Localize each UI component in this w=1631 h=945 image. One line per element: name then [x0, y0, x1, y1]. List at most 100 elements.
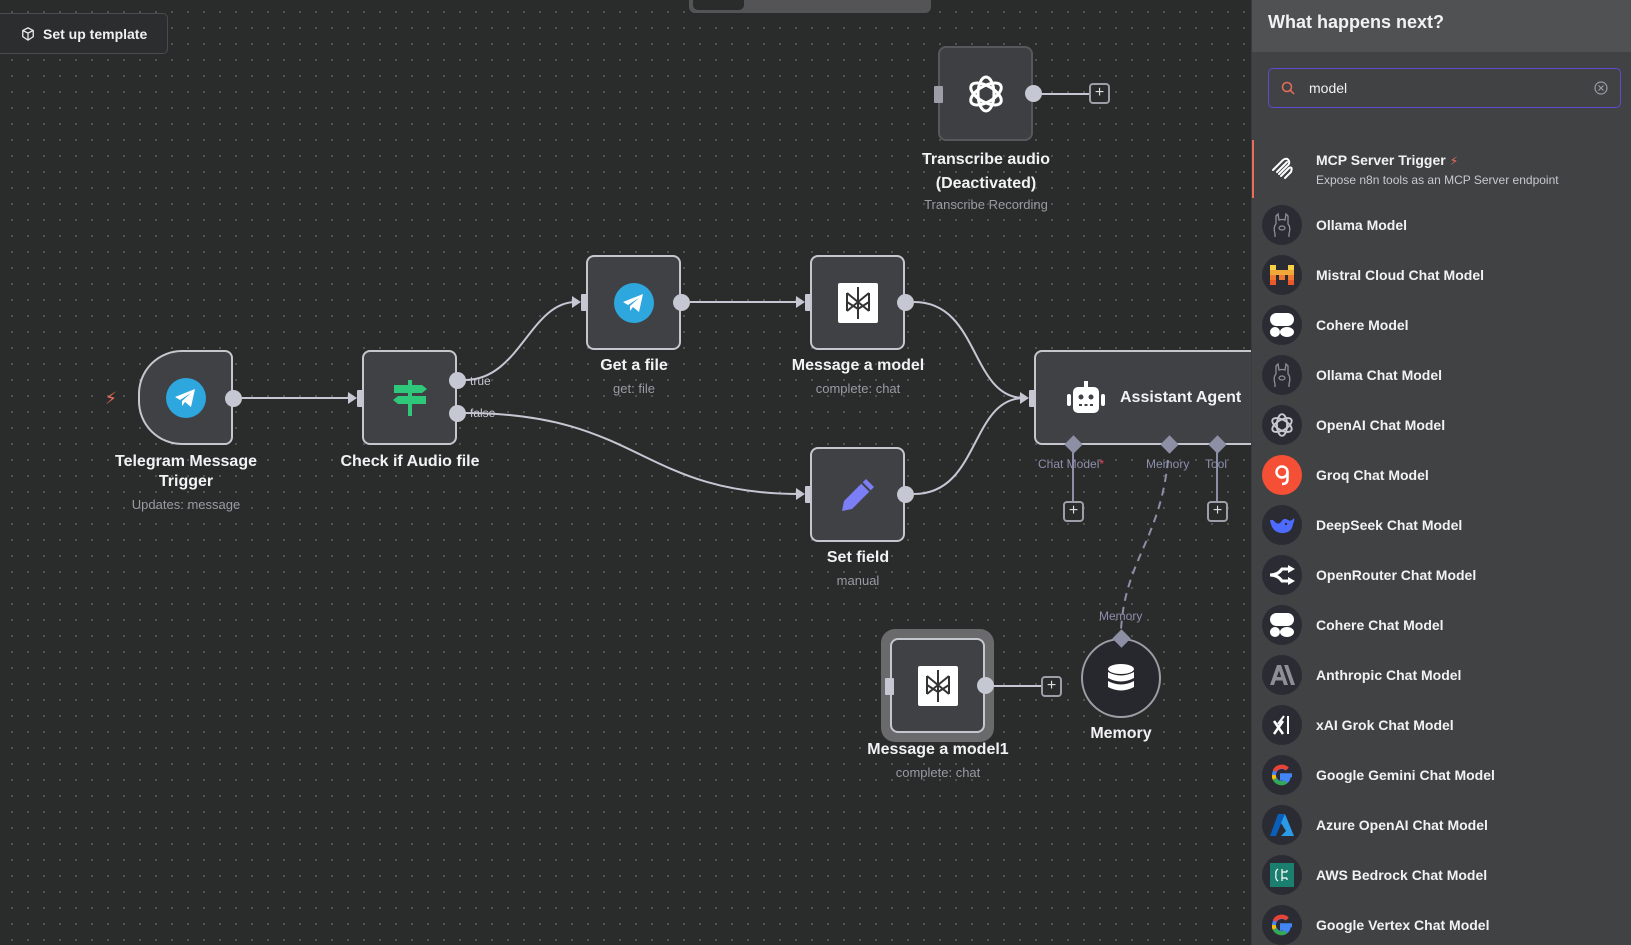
- cohere-icon: [1262, 605, 1302, 645]
- transcribe-title-line1: Transcribe audio: [921, 151, 1051, 168]
- getfile-input-port[interactable]: [581, 294, 590, 311]
- item-label: Ollama Chat Model: [1316, 367, 1443, 383]
- clear-search-icon[interactable]: [1594, 81, 1608, 95]
- node-telegram-trigger[interactable]: [138, 350, 233, 445]
- setfield-subtitle: manual: [836, 573, 880, 588]
- telegram-icon: [165, 377, 206, 418]
- node-message-model1[interactable]: [890, 638, 985, 733]
- item-label: xAI Grok Chat Model: [1316, 717, 1454, 733]
- panel-title: What happens next?: [1252, 0, 1631, 52]
- required-marker: *: [1099, 457, 1105, 471]
- list-item-deepseek-chat-model[interactable]: DeepSeek Chat Model: [1252, 500, 1631, 550]
- model1-output-port[interactable]: [977, 677, 994, 694]
- telegram-subtitle: Updates: message: [131, 497, 241, 512]
- xai-icon: [1262, 705, 1302, 745]
- tab-editor[interactable]: Editor: [693, 0, 745, 10]
- transcribe-title: Transcribe audio (Deactivated): [886, 148, 1086, 196]
- transcribe-input-port[interactable]: [934, 86, 943, 103]
- view-tabs: Editor Executions Evaluations: [689, 0, 931, 13]
- list-item-mistral-cloud-chat-model[interactable]: Mistral Cloud Chat Model: [1252, 250, 1631, 300]
- ollama-icon: [1262, 205, 1302, 245]
- check-audio-title: Check if Audio file: [340, 453, 480, 470]
- list-item-openai-chat-model[interactable]: OpenAI Chat Model: [1252, 400, 1631, 450]
- groq-icon: [1262, 455, 1302, 495]
- list-item-google-gemini-chat-model[interactable]: Google Gemini Chat Model: [1252, 750, 1631, 800]
- deepseek-icon: [1262, 505, 1302, 545]
- transcribe-output-port[interactable]: [1025, 85, 1042, 102]
- node-assistant-agent[interactable]: Assistant Agent: [1034, 350, 1251, 445]
- google-icon: [1262, 905, 1302, 945]
- node-search-input[interactable]: [1309, 80, 1580, 96]
- node-message-model[interactable]: [810, 255, 905, 350]
- telegram-output-port[interactable]: [225, 390, 242, 407]
- list-item-mcp-server-trigger[interactable]: MCP Server Trigger⚡ Expose n8n tools as …: [1252, 140, 1631, 198]
- list-item-groq-chat-model[interactable]: Groq Chat Model: [1252, 450, 1631, 500]
- getfile-output-port[interactable]: [673, 294, 690, 311]
- item-description: Expose n8n tools as an MCP Server endpoi…: [1316, 172, 1559, 187]
- node-search-field[interactable]: [1268, 68, 1621, 108]
- list-item-cohere-chat-model[interactable]: Cohere Chat Model: [1252, 600, 1631, 650]
- item-label: Groq Chat Model: [1316, 467, 1429, 483]
- model1-add-button[interactable]: +: [1041, 676, 1062, 697]
- list-item-xai-grok-chat-model[interactable]: xAI Grok Chat Model: [1252, 700, 1631, 750]
- list-item-google-vertex-chat-model[interactable]: Google Vertex Chat Model: [1252, 900, 1631, 945]
- memory-node-port-label: Memory: [1099, 609, 1143, 623]
- model1-input-port[interactable]: [885, 678, 894, 695]
- check-input-port[interactable]: [357, 390, 366, 407]
- list-item-cohere-model[interactable]: Cohere Model: [1252, 300, 1631, 350]
- node-get-file[interactable]: [586, 255, 681, 350]
- agent-input-port[interactable]: [1029, 390, 1038, 407]
- telegram-title-line2: Trigger: [158, 473, 214, 490]
- list-item-aws-bedrock-chat-model[interactable]: AWS Bedrock Chat Model: [1252, 850, 1631, 900]
- trigger-bolt-icon: ⚡: [1449, 153, 1459, 168]
- node-memory[interactable]: [1081, 638, 1161, 718]
- chat-model-label-text: Chat Model: [1038, 457, 1100, 471]
- setfield-input-port[interactable]: [805, 486, 814, 503]
- item-label: Azure OpenAI Chat Model: [1316, 817, 1488, 833]
- mcp-icon: [1262, 149, 1302, 189]
- add-chat-model-button[interactable]: +: [1063, 501, 1084, 522]
- openrouter-icon: [1262, 555, 1302, 595]
- perplexity-icon: [917, 665, 958, 706]
- node-check-audio[interactable]: [362, 350, 457, 445]
- edge-false-to-setfield: [464, 412, 801, 495]
- list-item-ollama-model[interactable]: Ollama Model: [1252, 200, 1631, 250]
- telegram-title: Telegram Message Trigger: [86, 452, 286, 492]
- model-output-port[interactable]: [897, 294, 914, 311]
- add-tool-button[interactable]: +: [1207, 501, 1228, 522]
- list-item-azure-openai-chat-model[interactable]: Azure OpenAI Chat Model: [1252, 800, 1631, 850]
- transcribe-title-line2: (Deactivated): [935, 175, 1037, 192]
- edge-arrow: [1020, 392, 1029, 404]
- model-subtitle: complete: chat: [815, 381, 901, 396]
- tab-evaluations[interactable]: Evaluations: [835, 0, 917, 10]
- node-set-field[interactable]: [810, 447, 905, 542]
- node-transcribe-audio[interactable]: [938, 46, 1033, 141]
- ollama-icon: [1262, 355, 1302, 395]
- model-input-port[interactable]: [805, 294, 814, 311]
- check-false-port[interactable]: [449, 405, 466, 422]
- setfield-output-port[interactable]: [897, 486, 914, 503]
- tab-executions[interactable]: Executions: [750, 0, 829, 10]
- tool-port-label: Tool: [1205, 457, 1228, 471]
- anthropic-icon: [1262, 655, 1302, 695]
- check-true-port[interactable]: [449, 372, 466, 389]
- cohere-icon: [1262, 305, 1302, 345]
- node-creator-panel: What happens next? MCP Server Trigger⚡ E…: [1251, 0, 1631, 945]
- transcribe-subtitle: Transcribe Recording: [924, 197, 1048, 212]
- edge-setfield-to-agent: [913, 397, 1025, 495]
- telegram-icon: [613, 282, 654, 323]
- agent-title: Assistant Agent: [1120, 388, 1242, 406]
- list-item-anthropic-chat-model[interactable]: Anthropic Chat Model: [1252, 650, 1631, 700]
- workflow-canvas[interactable]: Set up template Editor Executions Evalua…: [0, 0, 1251, 945]
- edge-arrow: [796, 488, 805, 500]
- list-item-openrouter-chat-model[interactable]: OpenRouter Chat Model: [1252, 550, 1631, 600]
- google-icon: [1262, 755, 1302, 795]
- model1-subtitle: complete: chat: [895, 765, 981, 780]
- edge-arrow: [796, 296, 805, 308]
- model1-title: Message a model1: [867, 741, 1009, 758]
- setup-template-button[interactable]: Set up template: [0, 13, 168, 54]
- list-item-ollama-chat-model[interactable]: Ollama Chat Model: [1252, 350, 1631, 400]
- package-icon: [22, 26, 34, 41]
- memory-title: Memory: [1090, 725, 1152, 742]
- transcribe-add-button[interactable]: +: [1089, 83, 1110, 104]
